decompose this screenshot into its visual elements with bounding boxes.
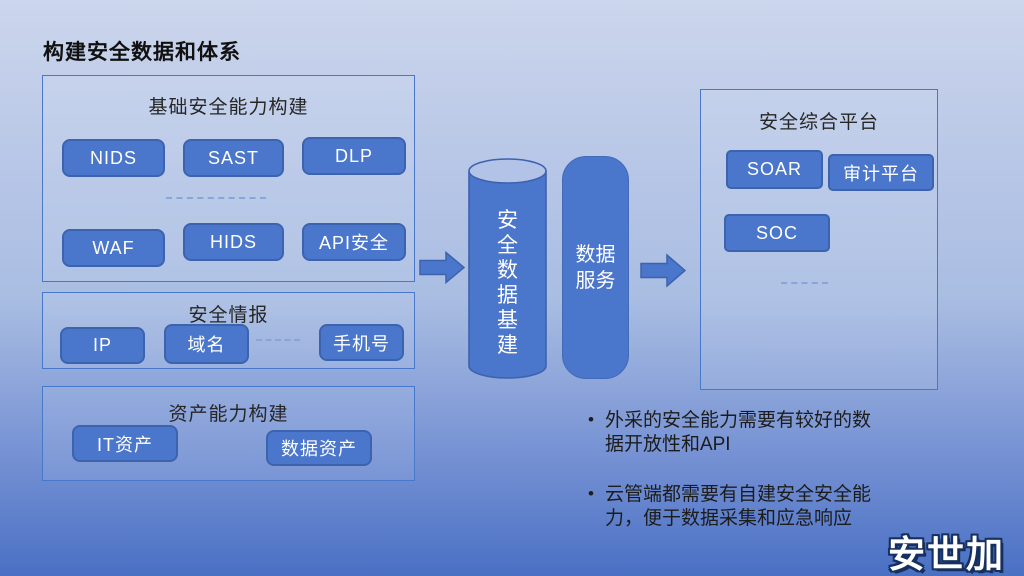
note-text: 云管端都需要有自建安全安全能力，便于数据采集和应急响应 [604, 483, 871, 529]
panel-asset-capabilities: 资产能力构建 IT资产 数据资产 [42, 386, 415, 481]
note-text: 外采的安全能力需要有较好的数据开放性和API [604, 410, 871, 455]
note-item: • 外采的安全能力需要有较好的数据开放性和API [588, 409, 890, 457]
brand-logo: 安世加 [888, 534, 1005, 575]
cylinder-label: 安全数据基建 [497, 209, 518, 357]
node-dlp: DLP [302, 137, 406, 175]
node-soar: SOAR [726, 150, 823, 189]
panel-intel-title: 安全情报 [188, 305, 269, 326]
data-service-node: 数据服务 [562, 156, 629, 379]
node-sast: SAST [183, 139, 284, 177]
flow-arrow-icon [419, 251, 466, 284]
note-item: • 云管端都需要有自建安全安全能力，便于数据采集和应急响应 [588, 483, 890, 531]
notes-list: • 外采的安全能力需要有较好的数据开放性和API • 云管端都需要有自建安全安全… [588, 409, 890, 557]
node-audit-platform: 审计平台 [828, 154, 934, 191]
dashed-separator [781, 282, 828, 284]
panel-security-intel: 安全情报 IP 域名 手机号 [42, 292, 415, 369]
node-nids: NIDS [62, 139, 165, 177]
database-cylinder: 安全数据基建 [467, 157, 548, 381]
data-service-label: 数据服务 [575, 243, 616, 292]
page-title: 构建安全数据和体系 [43, 41, 241, 64]
node-it-asset: IT资产 [72, 425, 178, 462]
cylinder-shape-icon [468, 158, 547, 379]
dashed-separator [166, 197, 266, 199]
node-domain: 域名 [164, 324, 249, 364]
node-data-asset: 数据资产 [266, 430, 372, 466]
panel-platform-title: 安全综合平台 [758, 112, 879, 133]
node-waf: WAF [62, 229, 165, 267]
bullet-icon: • [588, 483, 594, 503]
node-soc: SOC [724, 214, 830, 252]
bullet-icon: • [588, 410, 594, 429]
panel-basic-capabilities: 基础安全能力构建 NIDS SAST DLP WAF HIDS API安全 [42, 75, 415, 282]
node-ip: IP [60, 327, 145, 364]
dashed-connector [256, 339, 300, 341]
panel-basic-title: 基础安全能力构建 [148, 97, 309, 118]
node-api-security: API安全 [302, 223, 406, 261]
node-hids: HIDS [183, 223, 284, 261]
panel-security-platform: 安全综合平台 SOAR 审计平台 SOC [700, 89, 938, 390]
panel-asset-title: 资产能力构建 [168, 404, 289, 425]
node-phone: 手机号 [319, 324, 404, 361]
flow-arrow-icon [640, 253, 687, 288]
